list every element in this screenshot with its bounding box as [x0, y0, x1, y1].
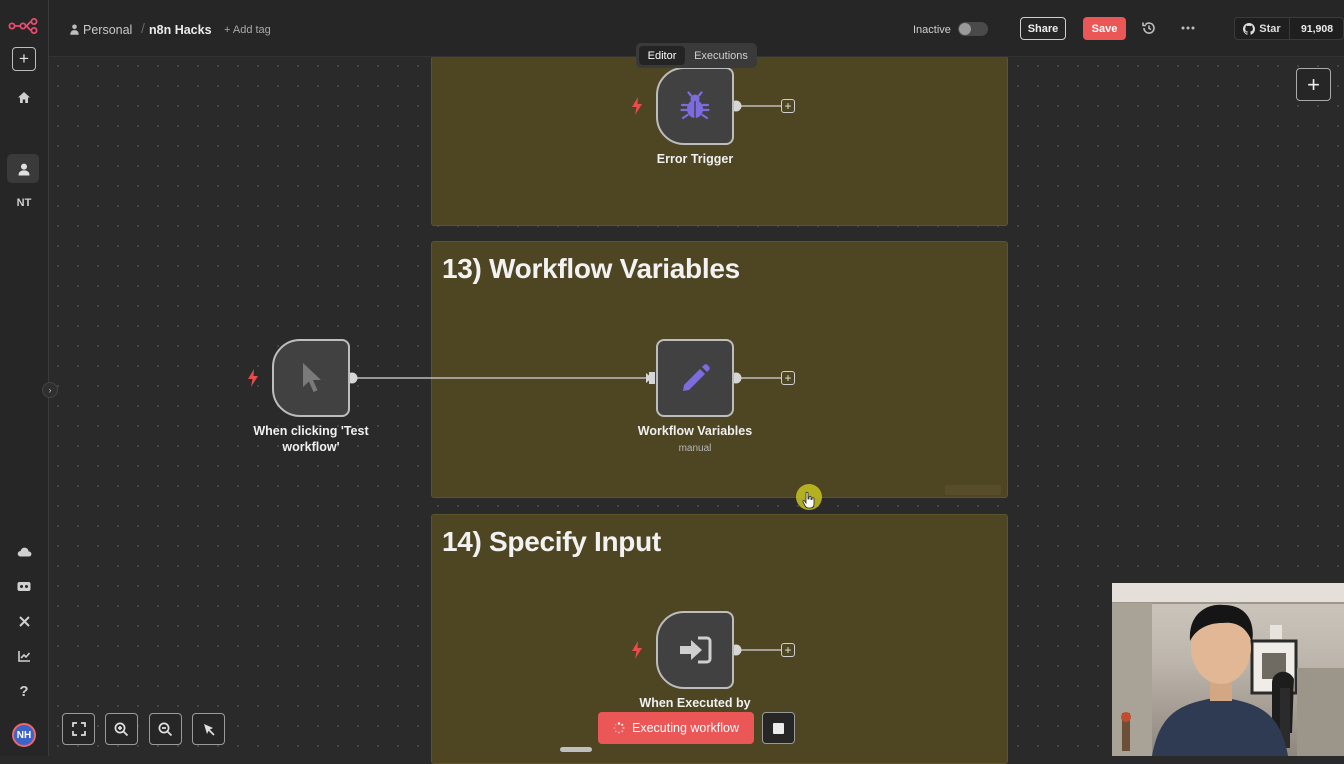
node-label: When clicking 'Test workflow'	[253, 424, 369, 454]
home-icon[interactable]	[8, 83, 40, 111]
hand-cursor-icon	[802, 491, 815, 509]
templates-icon[interactable]	[8, 572, 40, 600]
github-star-label: Star	[1259, 22, 1281, 35]
active-toggle[interactable]	[958, 22, 988, 36]
avatar[interactable]: NH	[12, 723, 36, 747]
add-node-plus-icon[interactable]: +	[781, 643, 795, 657]
canvas-add-node-button[interactable]: +	[1296, 68, 1331, 101]
trigger-bolt-icon	[632, 641, 642, 659]
fit-view-icon	[71, 722, 86, 736]
breadcrumb-separator: /	[141, 20, 145, 36]
node-workflow-variables[interactable]	[656, 339, 734, 417]
sticky-toolbar[interactable]	[945, 485, 1001, 495]
add-tag-link[interactable]: + Add tag	[224, 24, 271, 36]
github-star-count: 91,908	[1289, 18, 1344, 39]
spinner-icon	[613, 722, 625, 734]
tab-editor[interactable]: Editor	[639, 46, 685, 65]
tidy-up-button[interactable]	[192, 713, 225, 745]
webcam-overlay	[1112, 583, 1344, 756]
stop-execution-button[interactable]	[762, 712, 795, 744]
node-label: When Executed by	[639, 696, 751, 710]
node-error-trigger[interactable]	[656, 67, 734, 145]
share-button[interactable]: Share	[1020, 17, 1066, 40]
insights-chart-icon[interactable]	[8, 642, 40, 670]
create-workflow-button[interactable]: +	[12, 47, 36, 71]
tab-executions[interactable]: Executions	[694, 49, 748, 62]
node-execute-workflow-trigger[interactable]	[656, 611, 734, 689]
node-label: Error Trigger	[656, 152, 734, 166]
zoom-in-icon	[114, 722, 129, 736]
top-bar: Personal / n8n Hacks + Add tag Inactive …	[48, 0, 1344, 57]
save-button[interactable]: Save	[1083, 17, 1126, 40]
connection-arrow	[646, 373, 652, 383]
presenter-video-frame	[1112, 583, 1344, 756]
history-icon[interactable]	[1140, 19, 1158, 37]
left-sidebar: + NT ? NH	[0, 0, 49, 756]
executing-workflow-button[interactable]: Executing workflow	[598, 712, 754, 744]
more-options-icon[interactable]	[1178, 19, 1198, 37]
zoom-in-button[interactable]	[105, 713, 138, 745]
sticky-title: 14) Specify Input	[442, 526, 661, 557]
wand-icon	[204, 723, 215, 736]
zoom-to-fit-button[interactable]	[62, 713, 95, 745]
trigger-bolt-icon	[248, 369, 258, 387]
github-star-button[interactable]: Star	[1235, 18, 1289, 39]
node-subtitle: manual	[678, 443, 712, 454]
breadcrumb-project[interactable]: Personal	[83, 23, 133, 37]
sidebar-expand-chevron-icon[interactable]: ›	[42, 382, 58, 398]
user-icon[interactable]	[8, 155, 40, 183]
github-star-widget[interactable]: Star 91,908	[1234, 17, 1344, 40]
toggle-knob	[959, 23, 971, 35]
project-user-icon	[70, 24, 79, 35]
sticky-title: 13) Workflow Variables	[442, 253, 740, 284]
trigger-bolt-icon	[632, 97, 642, 115]
sidebar-project-initials[interactable]: NT	[16, 197, 32, 209]
help-icon[interactable]: ?	[19, 682, 29, 700]
editor-executions-switch: Editor Executions	[636, 43, 757, 68]
add-node-plus-icon[interactable]: +	[781, 371, 795, 385]
github-icon	[1243, 22, 1256, 35]
logs-panel-handle[interactable]	[560, 747, 592, 752]
n8n-logo-icon[interactable]	[8, 12, 40, 40]
pointer-icon	[303, 363, 321, 392]
zoom-out-icon	[158, 722, 173, 736]
pencil-icon	[683, 364, 710, 391]
sign-in-icon	[680, 636, 712, 664]
cloud-icon[interactable]	[8, 538, 40, 566]
variables-icon[interactable]	[8, 607, 40, 635]
execute-button-label: Executing workflow	[632, 721, 739, 735]
zoom-out-button[interactable]	[149, 713, 182, 745]
stop-icon	[773, 722, 784, 734]
node-label: Workflow Variables	[637, 424, 753, 438]
add-node-plus-icon[interactable]: +	[781, 99, 795, 113]
bug-icon	[680, 91, 710, 120]
workflow-status-label: Inactive	[913, 24, 951, 36]
workflow-name[interactable]: n8n Hacks	[149, 23, 212, 37]
node-manual-trigger[interactable]	[272, 339, 350, 417]
